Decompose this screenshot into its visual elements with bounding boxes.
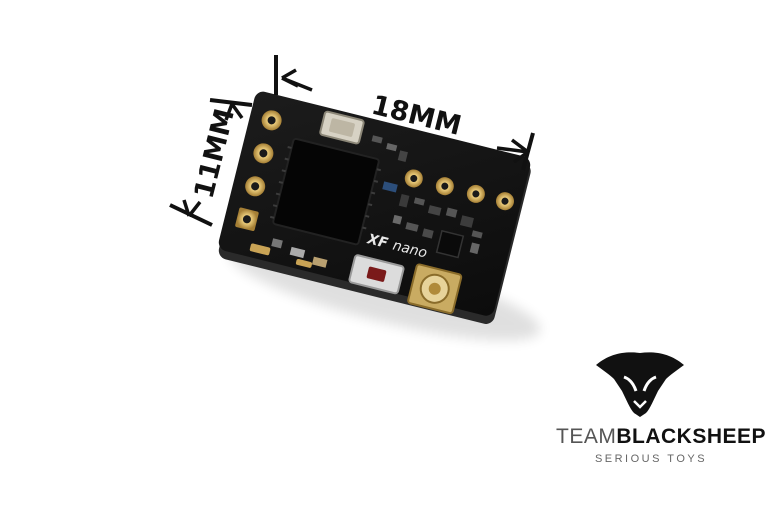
height-top-tick [209,98,253,107]
silkscreen-logo: XF [365,231,390,252]
bottom-pads [249,243,313,268]
bind-button [348,254,405,295]
sheep-logo [596,352,684,417]
crystal-oscillator [319,110,365,145]
brand-name-blacksheep: BLACKSHEEP [616,425,767,448]
height-top-arrow [224,102,244,121]
top-solder-pads [404,169,514,211]
brand-tagline: SERIOUS TOYS [594,453,708,465]
antenna-connector [407,263,463,315]
brand-name-team: TEAM [556,425,617,448]
width-right-arrow [496,138,530,164]
brand-name: TEAMBLACKSHEEP [556,425,766,449]
height-bottom-arrow [182,199,202,218]
receiver-board: XF nano [218,91,531,324]
main-chip [269,137,382,246]
width-left-arrow [281,68,313,92]
smd-components [271,135,483,268]
left-solder-pads [235,110,282,231]
